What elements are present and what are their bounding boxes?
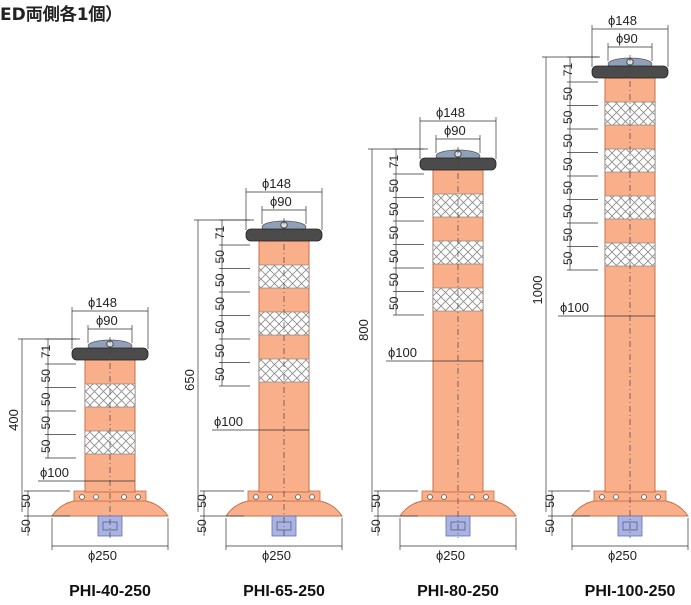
stack-dim-label: 50 (561, 110, 575, 124)
height-label: 650 (182, 369, 197, 391)
base-dim-label: 50 (369, 519, 383, 533)
header-text: ED両側各1個） (0, 5, 123, 25)
base-bolt (79, 494, 85, 500)
dim-90-label: ϕ90 (444, 123, 466, 138)
base-bolt (295, 494, 301, 500)
base-dim-label: 50 (195, 519, 209, 533)
stack-dim-label: 50 (39, 416, 53, 430)
stack-dim-label: 50 (39, 439, 53, 453)
dim-250-label: ϕ250 (262, 548, 291, 563)
base-dim-label: 50 (19, 519, 33, 533)
dim-148-label: ϕ148 (88, 295, 117, 310)
stack-dim-label: 50 (561, 134, 575, 148)
base-dim-label: 50 (19, 494, 33, 508)
stack-dim-label: 50 (561, 228, 575, 242)
dim-90-label: ϕ90 (96, 313, 118, 328)
base-bolt (641, 494, 647, 500)
dim-148-label: ϕ148 (608, 13, 637, 28)
base-bolt (135, 494, 141, 500)
stack-dim-label: 50 (387, 202, 401, 216)
height-label: 400 (6, 409, 21, 431)
stack-dim-label: 50 (387, 249, 401, 263)
height-label: 1000 (530, 276, 545, 305)
base-bolt (427, 494, 433, 500)
stack-dim-label: 50 (561, 87, 575, 101)
model-label-1: PHI-40-250 (69, 583, 151, 600)
base-bolt (121, 494, 127, 500)
stack-dim-label: 50 (213, 344, 227, 358)
dim-90-label: ϕ90 (270, 194, 292, 209)
post-4: ϕ148 ϕ90 ϕ100 ϕ250 1000 71 50 50 50 50 50 50 50 50 50 5… (530, 13, 689, 563)
base-bolt (469, 494, 475, 500)
stack-dim-label: 71 (561, 63, 575, 77)
dim-250-label: ϕ250 (436, 548, 465, 563)
base-dim-label: 50 (195, 494, 209, 508)
stack-dim-label: 50 (387, 296, 401, 310)
post-1: ϕ148 ϕ90 ϕ100 ϕ250 400 71 50 50 50 50 50 50 (6, 295, 169, 563)
base-bolt (613, 494, 619, 500)
dim-148-label: ϕ148 (436, 105, 465, 120)
base-bolt (483, 494, 489, 500)
model-label-2: PHI-65-250 (243, 583, 325, 600)
stack-dim-label: 71 (387, 155, 401, 169)
base-dim-label: 50 (369, 494, 383, 508)
dim-250-label: ϕ250 (88, 548, 117, 563)
base-dim-label: 50 (543, 519, 557, 533)
base-dim-label: 50 (543, 494, 557, 508)
dim-148-label: ϕ148 (262, 176, 291, 191)
stack-dim-label: 50 (213, 250, 227, 264)
base-bolt (309, 494, 315, 500)
base-bolt (253, 494, 259, 500)
stack-dim-label: 50 (39, 369, 53, 383)
dim-100-label: ϕ100 (560, 300, 589, 315)
post-2: ϕ148 ϕ90 ϕ100 ϕ250 650 71 50 50 50 50 50 50 50 50 (182, 176, 343, 563)
post-3: ϕ148 ϕ90 ϕ100 ϕ250 800 71 50 50 50 50 50 50 50 50 (356, 105, 517, 563)
dim-250-label: ϕ250 (608, 548, 637, 563)
stack-dim-label: 50 (561, 251, 575, 265)
height-label: 800 (356, 319, 371, 341)
dim-100-label: ϕ100 (214, 414, 243, 429)
stack-dim-label: 50 (387, 273, 401, 287)
stack-dim-label: 50 (561, 157, 575, 171)
base-bolt (599, 494, 605, 500)
base-bolt (267, 494, 273, 500)
stack-dim-label: 50 (387, 179, 401, 193)
base-bolt (93, 494, 99, 500)
base-bolt (441, 494, 447, 500)
dim-100-label: ϕ100 (388, 345, 417, 360)
stack-dim-label: 50 (213, 320, 227, 334)
stack-dim-label: 50 (387, 226, 401, 240)
stack-dim-label: 71 (39, 345, 53, 359)
dim-90-label: ϕ90 (616, 31, 638, 46)
base-bolt (655, 494, 661, 500)
model-label-3: PHI-80-250 (417, 583, 499, 600)
stack-dim-label: 50 (213, 367, 227, 381)
model-label-4: PHI-100-250 (584, 583, 676, 600)
stack-dim-label: 50 (213, 297, 227, 311)
stack-dim-label: 71 (213, 226, 227, 240)
dim-100-label: ϕ100 (40, 465, 69, 480)
stack-dim-label: 50 (213, 273, 227, 287)
stack-dim-label: 50 (561, 181, 575, 195)
anchor-slot (622, 521, 638, 531)
stack-dim-label: 50 (39, 392, 53, 406)
stack-dim-label: 50 (561, 204, 575, 218)
